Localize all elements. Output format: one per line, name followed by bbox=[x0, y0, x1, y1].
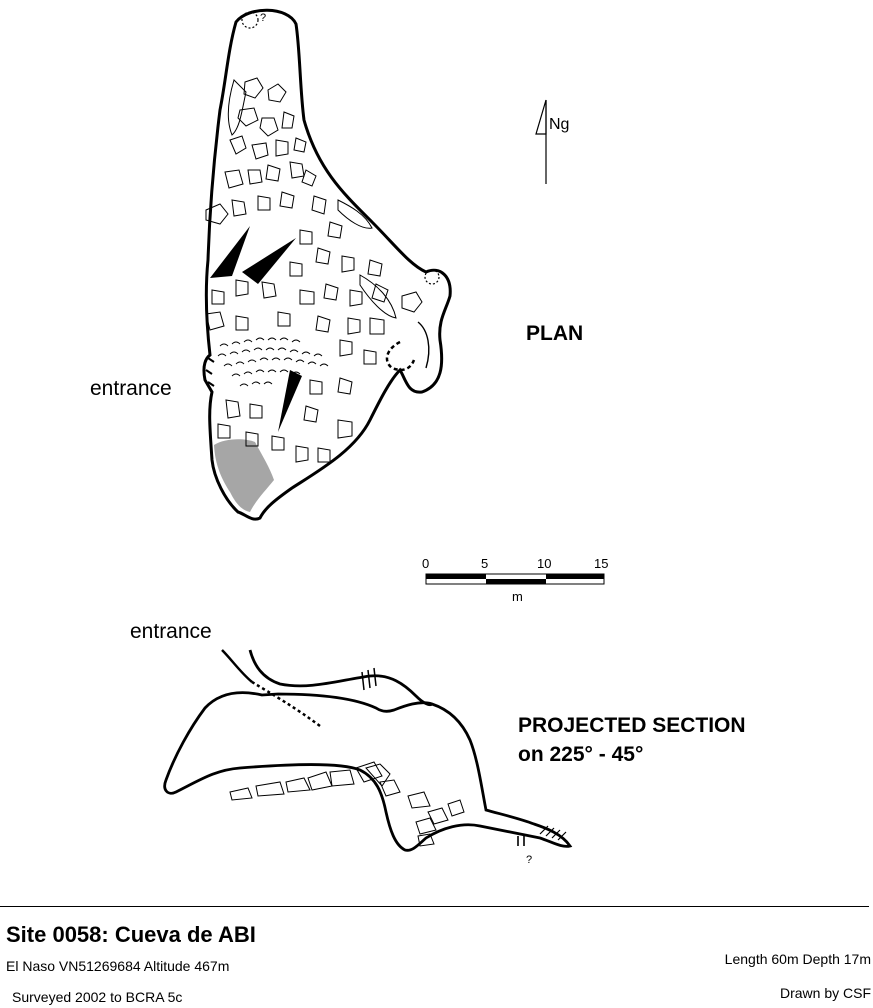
plan-entrance-label: entrance bbox=[90, 377, 172, 400]
plan-slope-arrow-2 bbox=[242, 238, 296, 284]
section-boulders bbox=[229, 761, 465, 847]
plan-slope-arrow-1 bbox=[210, 226, 250, 278]
scale-tick-5: 5 bbox=[481, 556, 489, 571]
surveyed-line: Surveyed 2002 to BCRA 5c bbox=[12, 989, 183, 1005]
plan-shaded-area bbox=[214, 439, 274, 512]
section-entrance-slope bbox=[221, 649, 253, 683]
plan-right-pit bbox=[424, 269, 440, 285]
section-tail-marks bbox=[539, 825, 567, 841]
dimensions-line: Length 60m Depth 17m bbox=[724, 951, 871, 967]
plan-entrance-marks bbox=[205, 357, 215, 387]
section-dashed-line bbox=[251, 680, 321, 728]
section-sump-marks bbox=[517, 836, 525, 846]
section-cave-outline bbox=[163, 691, 573, 852]
north-label: Ng bbox=[549, 116, 570, 133]
location-line: El Naso VN51269684 Altitude 467m bbox=[6, 958, 230, 974]
scale-tick-15: 15 bbox=[594, 556, 609, 571]
section-roof-marks bbox=[361, 667, 377, 691]
section-title-line1: PROJECTED SECTION bbox=[518, 714, 746, 737]
drawn-by-line: Drawn by CSF bbox=[779, 985, 871, 1001]
plan-top-pit bbox=[241, 11, 259, 29]
plan-boulders bbox=[205, 77, 423, 463]
plan-question-mark: ? bbox=[260, 12, 267, 24]
plan-title: PLAN bbox=[526, 322, 584, 345]
section-question-mark: ? bbox=[526, 854, 533, 866]
plan-rock-ridge-3 bbox=[359, 274, 397, 319]
plan-pebble-field bbox=[217, 337, 329, 387]
plan-inner-ledge bbox=[417, 321, 430, 369]
site-title: Site 0058: Cueva de ABI bbox=[6, 922, 256, 947]
scale-tick-10: 10 bbox=[537, 556, 552, 571]
scale-bar bbox=[425, 573, 605, 585]
scale-tick-0: 0 bbox=[422, 556, 430, 571]
plan-slope-arrow-3 bbox=[278, 370, 302, 432]
section-entrance-label: entrance bbox=[130, 620, 212, 643]
plan-rock-ridge-2 bbox=[337, 199, 373, 229]
plan-dashed-boundary bbox=[385, 340, 416, 372]
north-arrow bbox=[535, 99, 547, 184]
footer-divider bbox=[0, 906, 869, 907]
scale-unit: m bbox=[512, 589, 523, 604]
plan-rock-ridge-1 bbox=[227, 79, 247, 136]
section-roof-line bbox=[248, 649, 433, 707]
survey-drawing bbox=[163, 8, 605, 852]
section-title-line2: on 225° - 45° bbox=[518, 743, 644, 766]
